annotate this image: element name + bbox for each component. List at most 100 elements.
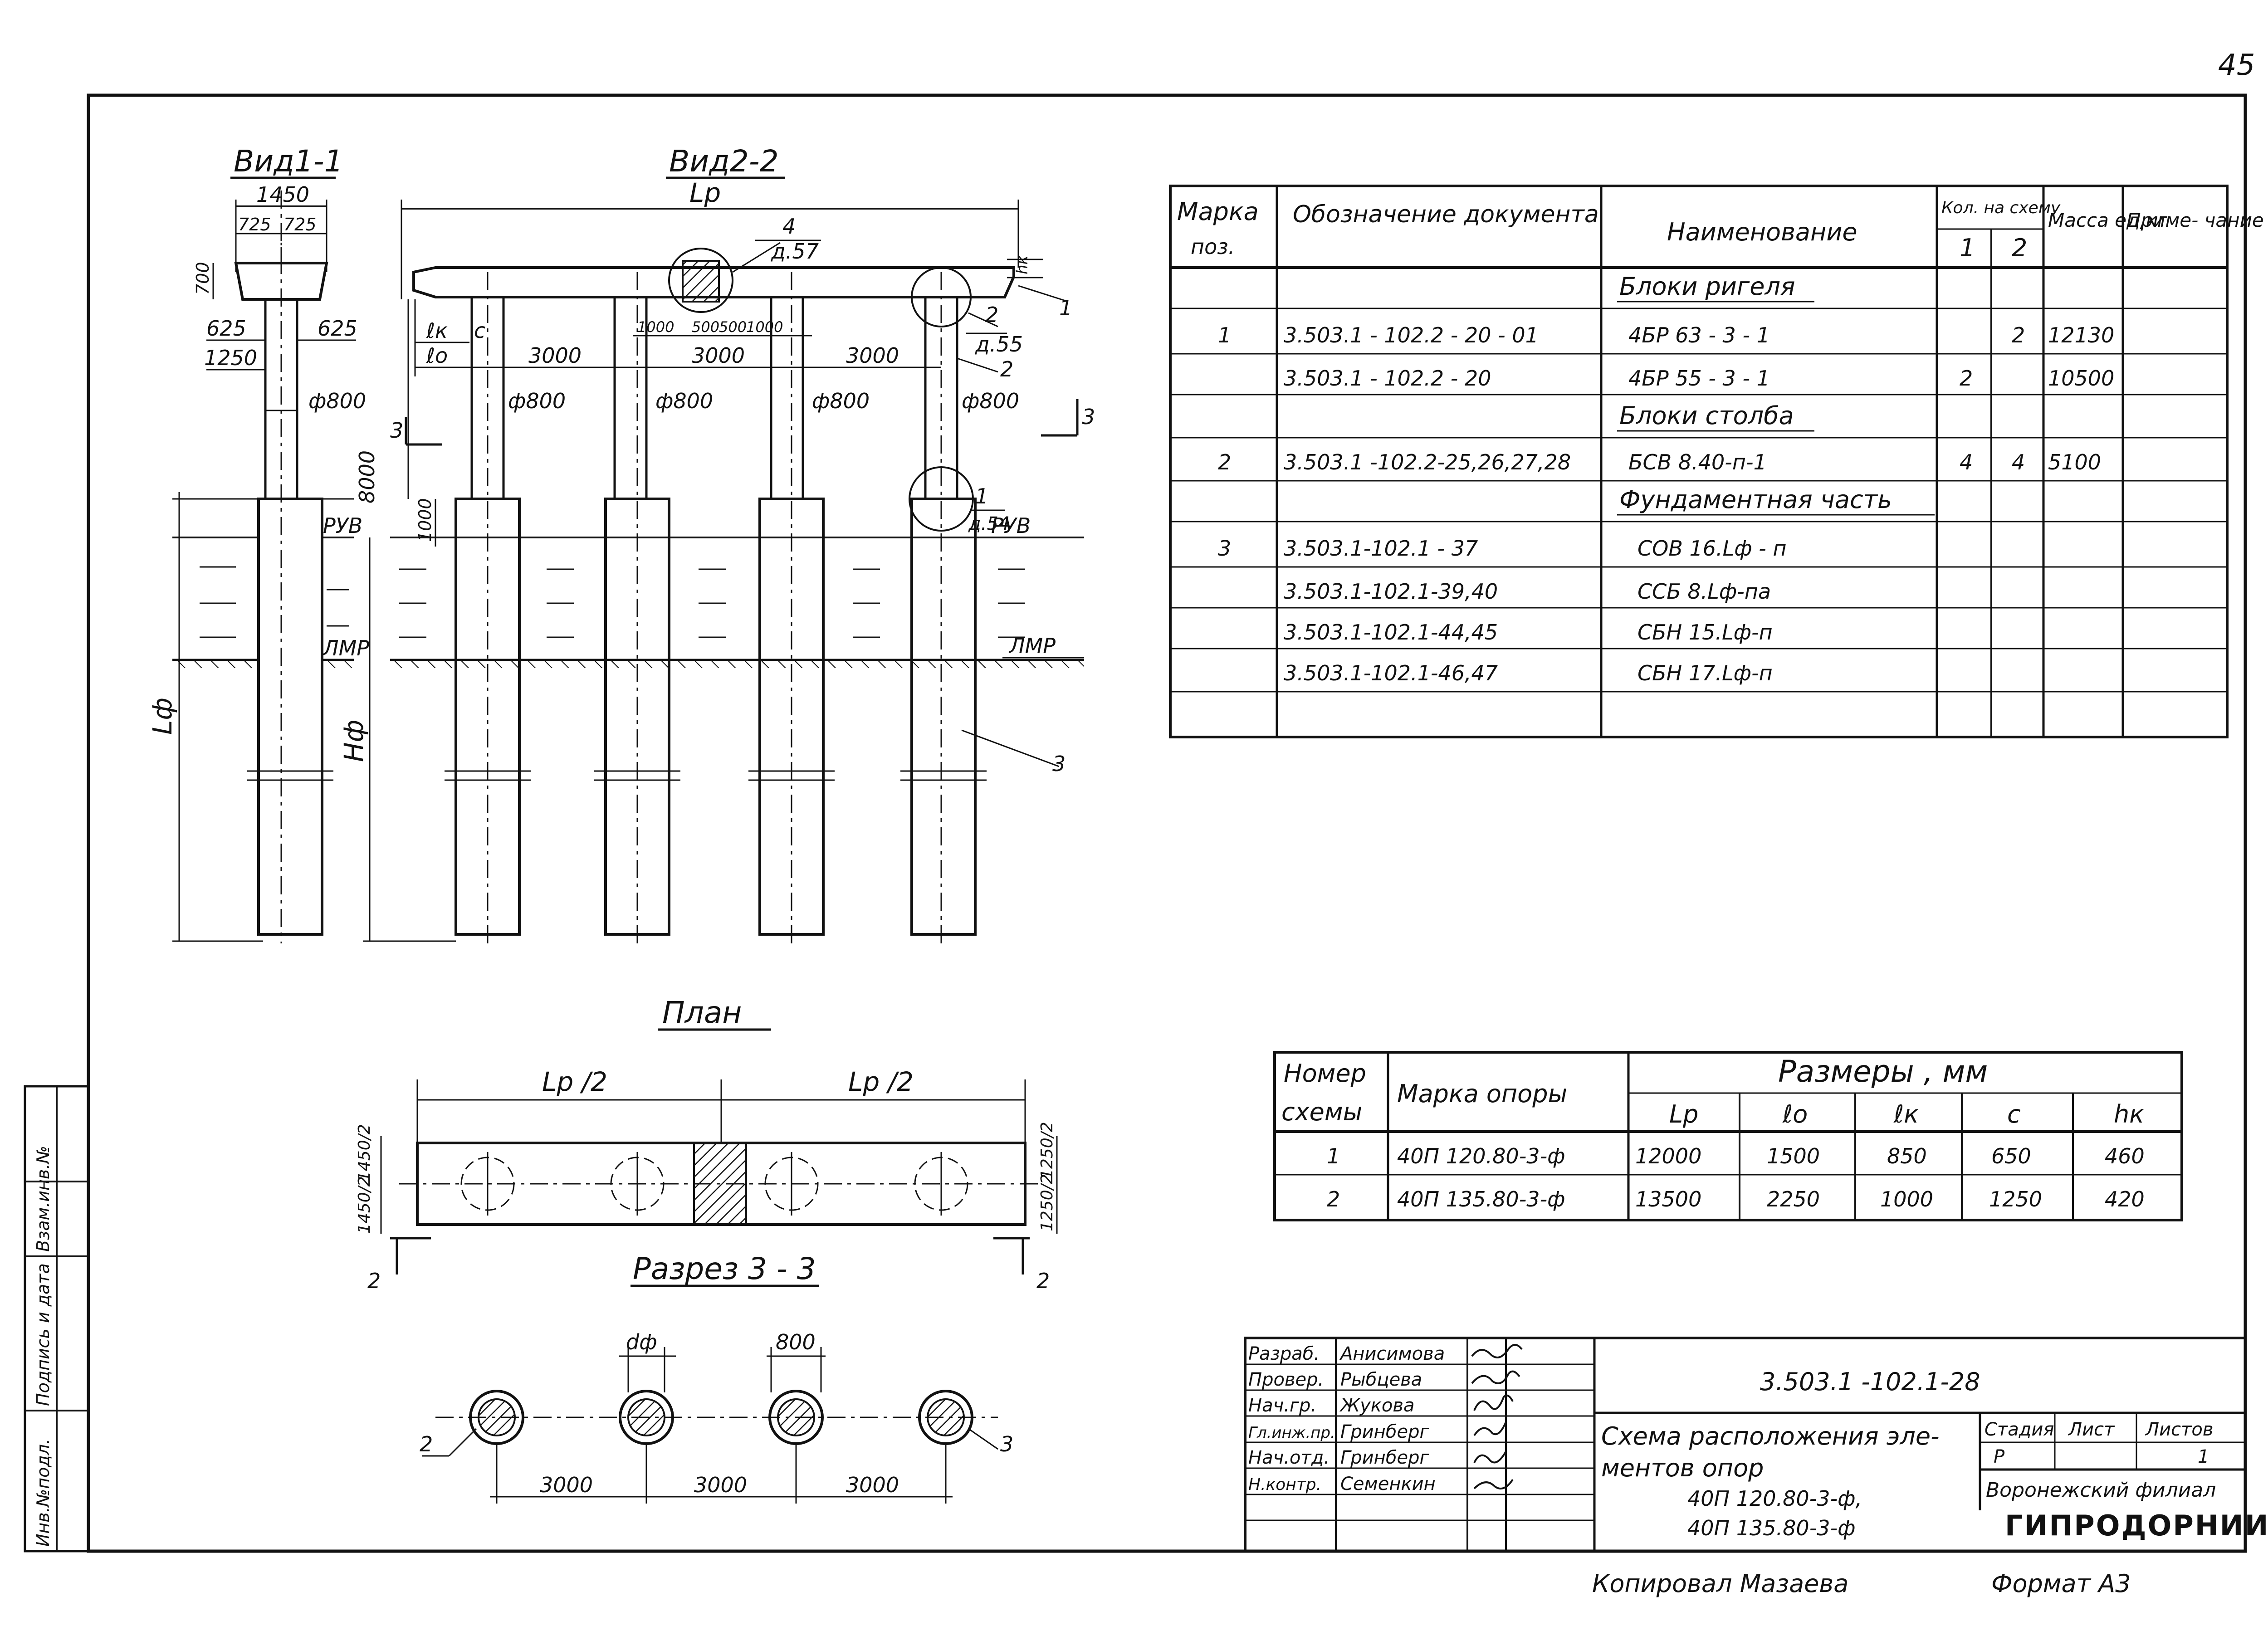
dim-lk: ℓк: [426, 318, 448, 343]
tb-name: Семенкин: [1340, 1474, 1436, 1494]
spec-header-mark-2: поз.: [1191, 234, 1235, 259]
table-row: 2 3.503.1 -102.2-25,26,27,28 БСВ 8.40-п-…: [1218, 450, 2101, 474]
tb-sheet-label: Лист: [2068, 1419, 2115, 1440]
section-mark-2-left: 2: [367, 1269, 381, 1293]
dim-span-2: 3000: [692, 343, 745, 368]
spec-cell-name: СБН 17.Lф-п: [1637, 661, 1773, 685]
dim-c: с: [474, 318, 485, 343]
size-cell-support: 40П 135.80-3-ф: [1397, 1187, 1565, 1211]
dim-800: 800: [776, 1330, 816, 1354]
size-cell-l0: 1500: [1767, 1144, 1820, 1168]
side-replace-inv: Взам.инв.№: [33, 1146, 53, 1252]
title-role-row: Разраб. Анисимова: [1248, 1343, 1445, 1364]
footer-copied: Копировал Мазаева: [1592, 1569, 1848, 1598]
dim-Lp-half-right: Lр /2: [848, 1066, 914, 1097]
spec-header-designation: Обозначение документа: [1293, 201, 1599, 228]
dim-sec-span-3: 3000: [846, 1473, 899, 1497]
callout-1-sheet: д.54: [968, 513, 1010, 534]
spec-cell-name: СБН 15.Lф-п: [1637, 620, 1773, 645]
spec-cell-mark: 1: [1218, 323, 1231, 347]
tb-role: Разраб.: [1248, 1343, 1320, 1364]
dim-small-1000-b: 1000: [746, 318, 783, 336]
spec-cell-designation: 3.503.1-102.1-39,40: [1284, 579, 1498, 604]
plan-title: План: [662, 995, 742, 1030]
spec-cell-q1: 2: [1960, 366, 1973, 391]
size-cell-hk: 420: [2105, 1187, 2145, 1211]
spec-cell-mark: 3: [1218, 536, 1231, 561]
spec-row-section-1: Блоки ригеля: [1617, 272, 1814, 303]
size-cell-c: 650: [1991, 1144, 2031, 1168]
callout-4: 4: [782, 214, 796, 239]
size-cell-l0: 2250: [1767, 1187, 1820, 1211]
size-header-lp: Lр: [1669, 1100, 1698, 1128]
section-callout-2: 2: [420, 1432, 433, 1456]
tb-name: Гринберг: [1340, 1447, 1429, 1468]
table-row: 3.503.1-102.1-39,40 ССБ 8.Lф-па: [1284, 579, 1771, 604]
dim-sec-span-1: 3000: [540, 1473, 593, 1497]
tb-title-line-3: 40П 120.80-3-ф,: [1687, 1486, 1862, 1511]
dim-725-left: 725: [238, 215, 271, 234]
tb-name: Гринберг: [1340, 1421, 1429, 1442]
spec-header-name: Наименование: [1667, 218, 1857, 246]
spec-row-section-2: Блоки столба: [1617, 401, 1814, 432]
spec-cell-mark: 2: [1218, 450, 1231, 474]
callout-1-joint: 1: [975, 484, 988, 508]
tb-title-line-2: ментов опор: [1601, 1454, 1764, 1482]
size-header-support: Марка опоры: [1397, 1079, 1567, 1108]
dim-plan-right-bottom: 1250/2: [1038, 1174, 1056, 1231]
spec-header-mass: Масса ед,кг: [2048, 209, 2168, 231]
size-cell-c: 1250: [1989, 1187, 2042, 1211]
size-cell-lk: 850: [1887, 1144, 1927, 1168]
spec-cell-name: 4БР 63 - 3 - 1: [1628, 323, 1770, 347]
callout-1-beam: 1: [1059, 296, 1072, 320]
plan-view: План Lр /2 Lр /2 1450/2 1450/2 1250/2 12…: [355, 995, 1058, 1293]
view-2-title: Вид2-2: [669, 144, 779, 179]
dim-1250: 1250: [204, 346, 257, 370]
tb-role: Гл.инж.пр.: [1248, 1424, 1335, 1442]
tb-org-line-2: ГИПРОДОРНИИ: [2005, 1509, 2268, 1542]
dim-sec-span-2: 3000: [694, 1473, 747, 1497]
tb-sheets-label: Листов: [2145, 1419, 2213, 1440]
spec-cell-name: СОВ 16.Lф - п: [1637, 536, 1787, 561]
size-cell-lp: 13500: [1635, 1187, 1701, 1211]
spec-cell-mass: 5100: [2048, 450, 2101, 474]
sheet-frame: [87, 93, 2247, 1553]
title-role-row: Нач.гр. Жукова: [1248, 1395, 1414, 1416]
size-header-l0: ℓо: [1782, 1100, 1808, 1128]
size-header-scheme-2: схемы: [1281, 1098, 1362, 1126]
view-1-title: Вид1-1: [234, 144, 343, 179]
dim-d800-c1: ф800: [508, 389, 566, 413]
dim-d800-c4: ф800: [962, 389, 1019, 413]
size-header-hk: hк: [2114, 1100, 2144, 1128]
dim-hk: hк: [1013, 255, 1031, 274]
tb-name: Рыбцева: [1340, 1369, 1422, 1390]
dim-Hf: Hф: [338, 720, 369, 762]
tb-name: Анисимова: [1339, 1343, 1445, 1364]
table-row: 2 40П 135.80-3-ф 13500 2250 1000 1250 42…: [1327, 1187, 2145, 1211]
dim-d800-c3: ф800: [812, 389, 870, 413]
spec-cell-designation: 3.503.1 - 102.2 - 20: [1284, 366, 1491, 391]
page-number: 45: [2218, 49, 2255, 82]
dim-700: 700: [193, 262, 213, 295]
table-row: 3.503.1-102.1-46,47 СБН 17.Lф-п: [1284, 661, 1773, 685]
table-row: 1 40П 120.80-3-ф 12000 1500 850 650 460: [1327, 1144, 2145, 1168]
callout-2-top: 2: [985, 303, 998, 327]
spec-cell-name: ССБ 8.Lф-па: [1637, 579, 1771, 604]
tb-role: Н.контр.: [1248, 1475, 1321, 1494]
dim-l0: ℓо: [426, 343, 448, 368]
spec-table: Марка поз. Обозначение документа Наимено…: [1169, 185, 2264, 738]
spec-cell-q2: 4: [2012, 450, 2025, 474]
dim-small-500-b: 500: [719, 318, 747, 336]
spec-section-column: Блоки столба: [1619, 401, 1794, 430]
tb-role: Нач.отд.: [1248, 1447, 1330, 1468]
dim-plan-right-top: 1250/2: [1038, 1122, 1056, 1179]
callout-4-sheet: д.57: [771, 239, 819, 264]
tb-name: Жукова: [1339, 1395, 1414, 1416]
dim-8000: 8000: [355, 450, 379, 503]
water-ruv-v1: РУВ: [323, 513, 362, 538]
spec-cell-name: БСВ 8.40-п-1: [1628, 450, 1767, 474]
dim-df: dф: [626, 1330, 657, 1354]
water-lmr-v1: ЛМР: [322, 636, 369, 660]
spec-cell-mass: 12130: [2048, 323, 2114, 347]
